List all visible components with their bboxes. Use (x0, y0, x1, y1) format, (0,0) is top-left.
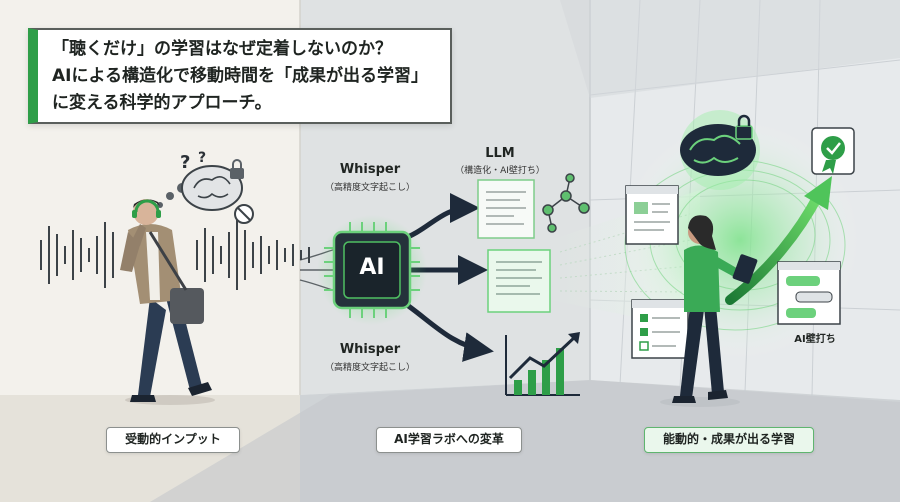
walking-man-figure (120, 199, 215, 405)
llm-label: LLM (485, 146, 515, 161)
headline-line-1: 「聴くだけ」の学習はなぜ定着しないのか？ (52, 39, 392, 59)
lock-icon (230, 159, 244, 179)
ai-chip-icon (317, 215, 427, 325)
headline-box: 「聴くだけ」の学習はなぜ定着しないのか？ AIによる構造化で移動時間を「成果が出… (28, 28, 452, 124)
active-learning-label: 能動的・成果が出る学習 (644, 427, 814, 453)
ai-chat-label: AI壁打ち (794, 334, 836, 345)
ai-chip-label: AI (359, 255, 385, 280)
ai-lab-label: AI学習ラボへの変革 (376, 427, 522, 453)
headline-line-3: に変える科学的アプローチ。 (52, 93, 272, 113)
passive-input-label: 受動的インプット (106, 427, 240, 453)
document-icon (477, 179, 551, 313)
network-nodes-icon (542, 173, 590, 233)
headline-line-2: AIによる構造化で移動時間を「成果が出る学習」 (52, 66, 428, 86)
whisper-bottom-sublabel: （高精度文字起こし） (324, 363, 415, 373)
llm-sublabel: （構造化・AI壁打ち） (455, 166, 545, 176)
headphones-icon (134, 199, 160, 213)
svg-text:?: ? (198, 150, 206, 166)
prohibited-icon (234, 204, 254, 224)
lock-icon (735, 114, 753, 140)
checklist-icon (631, 299, 689, 359)
whisper-top-label: Whisper (339, 162, 401, 177)
woman-figure (660, 215, 758, 407)
brain-icon (181, 165, 243, 211)
brain-icon (680, 110, 760, 190)
whisper-top-sublabel: （高精度文字起こし） (324, 183, 415, 193)
document-icon (625, 185, 679, 245)
sound-waves (40, 220, 310, 290)
thought-cloud: ? ? (157, 150, 254, 224)
growth-chart-icon (505, 332, 580, 396)
whisper-bottom-label: Whisper (339, 342, 401, 357)
question-mark-icon: ? (180, 152, 190, 173)
chat-bubble-icon (777, 261, 841, 325)
growth-arrow (725, 176, 832, 305)
badge-check-icon (811, 127, 855, 175)
tablet-icon (732, 254, 758, 284)
